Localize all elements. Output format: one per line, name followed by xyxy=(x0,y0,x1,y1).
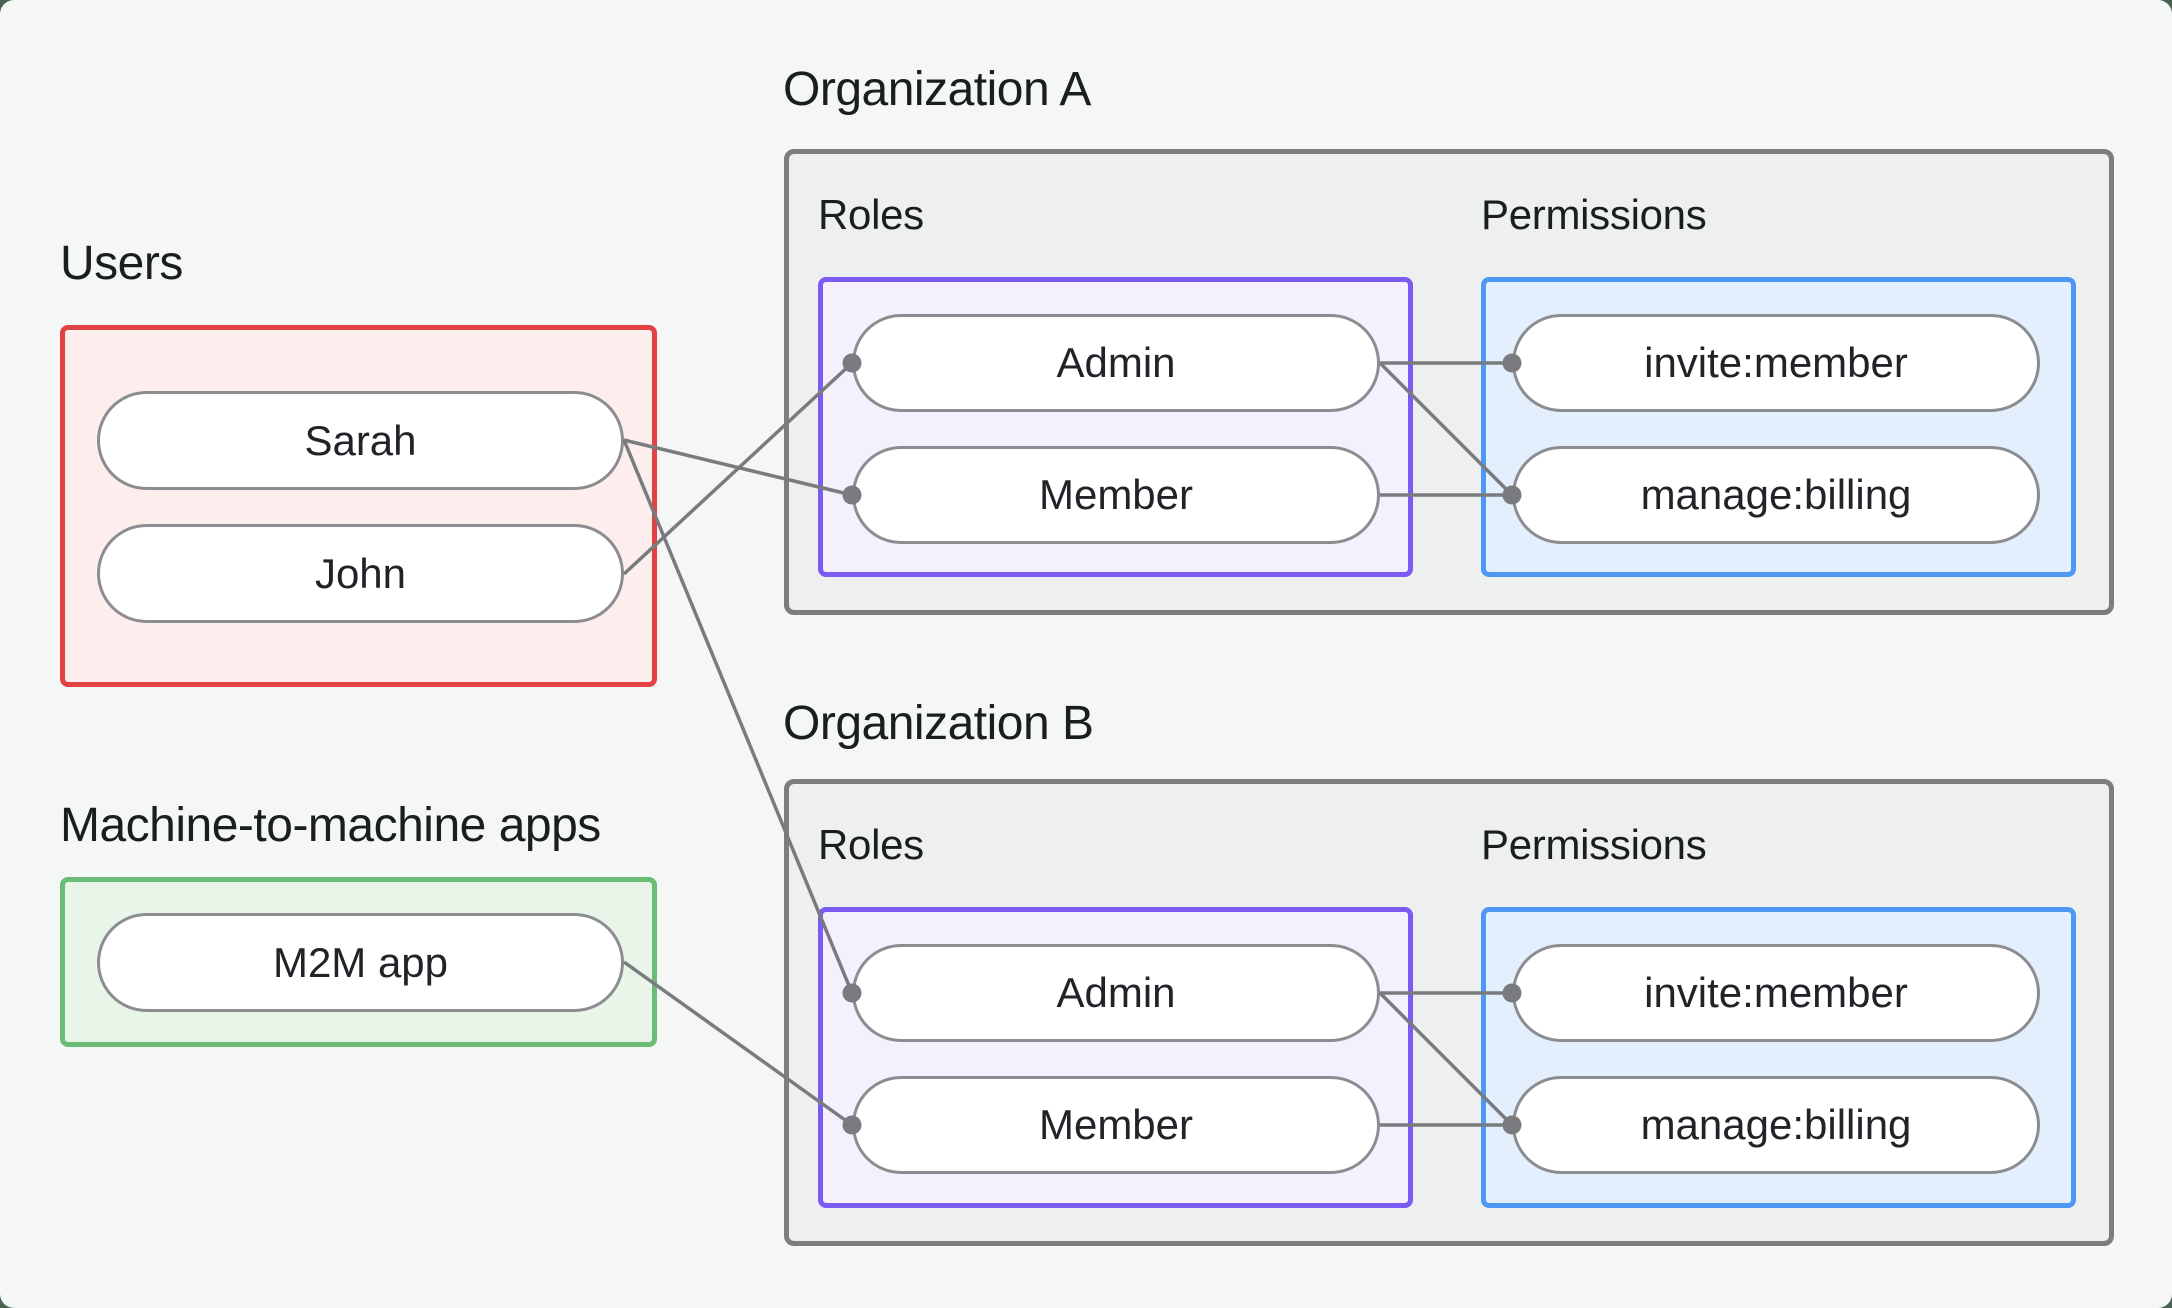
org-a-permission-invite-member-label: invite:member xyxy=(1644,339,1908,386)
org-a-roles-label: Roles xyxy=(818,191,924,238)
user-node-john-label: John xyxy=(314,549,407,597)
org-b-title: Organization B xyxy=(783,697,1094,750)
user-node-sarah-label: Sarah xyxy=(304,416,417,464)
org-a-permissions-label: Permissions xyxy=(1481,191,1707,238)
m2m-app-node-label: M2M app xyxy=(272,938,449,986)
org-b-permission-invite-member: invite:member xyxy=(1512,944,2040,1042)
org-b-permission-manage-billing-label: manage:billing xyxy=(1640,1101,1912,1148)
org-a-permission-manage-billing-label: manage:billing xyxy=(1640,471,1912,518)
org-a-role-member: Member xyxy=(852,446,1380,544)
org-a-title: Organization A xyxy=(783,63,1091,116)
org-a-permission-invite-member: invite:member xyxy=(1512,314,2040,412)
org-a-role-member-label: Member xyxy=(1038,471,1194,518)
org-a-role-admin: Admin xyxy=(852,314,1380,412)
org-b-permissions-label: Permissions xyxy=(1481,821,1707,868)
users-label: Users xyxy=(60,237,183,290)
users-group-box xyxy=(60,325,657,687)
m2m-label: Machine-to-machine apps xyxy=(60,799,601,852)
org-b-role-admin-label: Admin xyxy=(1056,969,1176,1016)
org-b-roles-label: Roles xyxy=(818,821,924,868)
org-b-permission-invite-member-label: invite:member xyxy=(1644,969,1908,1016)
org-a-permission-manage-billing: manage:billing xyxy=(1512,446,2040,544)
m2m-app-node: M2M app xyxy=(97,913,624,1012)
user-node-sarah: Sarah xyxy=(97,391,624,490)
user-node-john: John xyxy=(97,524,624,623)
org-b-role-admin: Admin xyxy=(852,944,1380,1042)
org-b-role-member: Member xyxy=(852,1076,1380,1174)
org-a-role-admin-label: Admin xyxy=(1056,339,1176,386)
org-b-role-member-label: Member xyxy=(1038,1101,1194,1148)
org-b-permission-manage-billing: manage:billing xyxy=(1512,1076,2040,1174)
